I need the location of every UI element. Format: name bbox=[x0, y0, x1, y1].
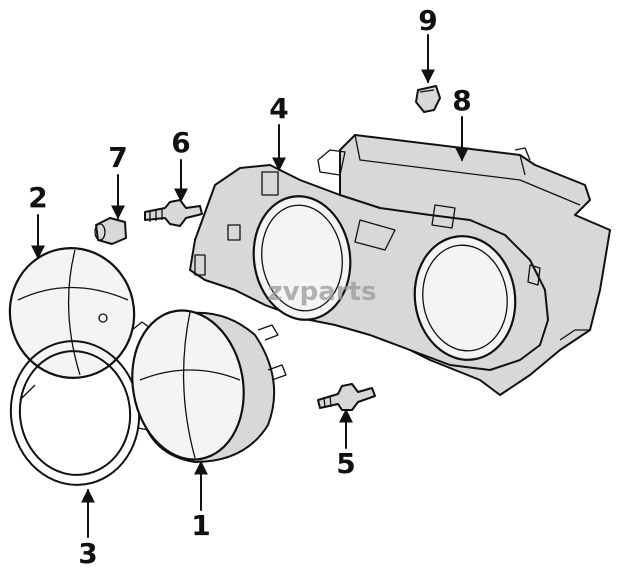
callout-7: 7 bbox=[108, 141, 127, 174]
callout-6: 6 bbox=[171, 126, 190, 159]
callout-8: 8 bbox=[452, 84, 471, 117]
watermark-logo: zvparts bbox=[268, 277, 377, 307]
bulb-socket-part bbox=[94, 217, 127, 245]
sealed-beam-lamp-front-part bbox=[131, 309, 287, 463]
callout-3: 3 bbox=[78, 537, 97, 570]
retainer-clip-part bbox=[415, 85, 441, 113]
callout-4: 4 bbox=[269, 92, 288, 125]
callout-9: 9 bbox=[418, 4, 437, 37]
headlamp-housing-part bbox=[189, 164, 549, 371]
callout-1: 1 bbox=[191, 509, 210, 542]
callout-labels: 1 2 3 4 5 6 7 8 9 bbox=[28, 4, 471, 570]
leader-arrows bbox=[31, 34, 469, 538]
adjusting-screw-top-part bbox=[144, 199, 203, 227]
sealed-beam-lamp-rear-part bbox=[8, 247, 136, 379]
adjusting-screw-bottom-part bbox=[317, 383, 376, 411]
callout-2: 2 bbox=[28, 181, 47, 214]
callout-5: 5 bbox=[336, 447, 355, 480]
